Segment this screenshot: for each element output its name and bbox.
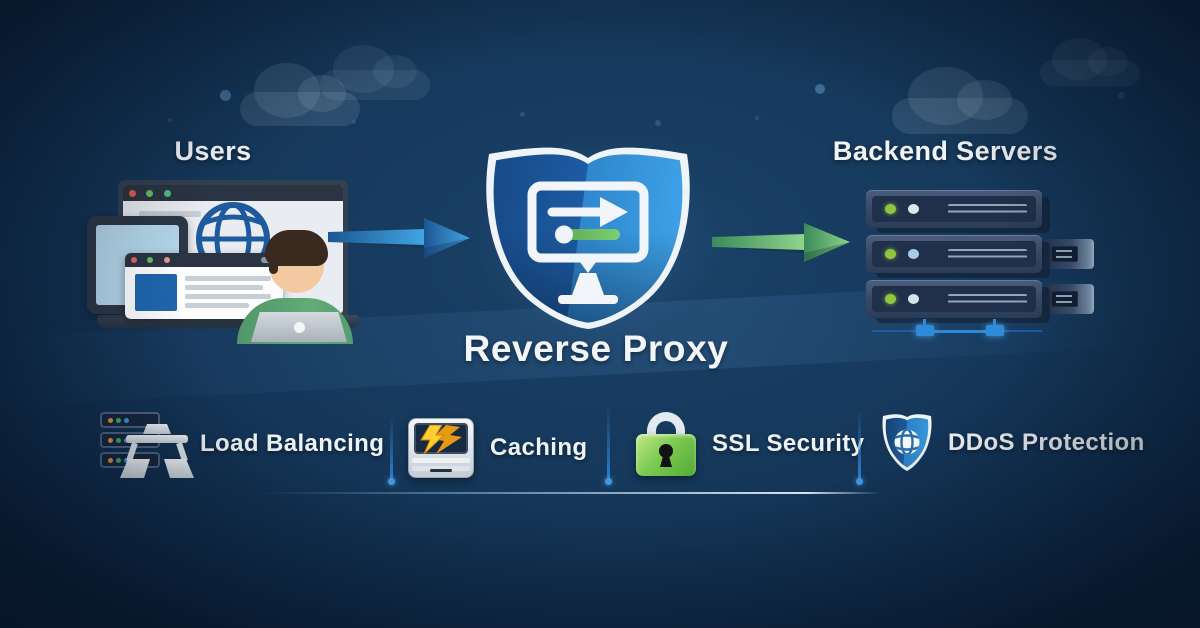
window-control-dot bbox=[163, 257, 170, 263]
reverse-proxy-shield-icon bbox=[486, 147, 690, 329]
feature-label: SSL Security bbox=[712, 430, 865, 457]
particle bbox=[352, 120, 356, 124]
server-unit-2 bbox=[866, 235, 1042, 273]
cloud-icon bbox=[320, 44, 430, 100]
load-balancer-icon bbox=[90, 408, 194, 480]
distribution-glyph bbox=[120, 424, 194, 478]
status-led-white bbox=[908, 294, 919, 304]
cloud-icon bbox=[892, 67, 1028, 134]
bottom-accent-line bbox=[258, 492, 882, 494]
window-control-dot bbox=[129, 189, 136, 197]
cache-device-strip bbox=[412, 458, 470, 463]
server-unit-3 bbox=[866, 280, 1042, 318]
text-line bbox=[185, 303, 249, 308]
status-led-blue bbox=[908, 249, 919, 259]
text-line bbox=[185, 294, 271, 299]
cloud-icon bbox=[1040, 37, 1140, 86]
ddos-shield-icon bbox=[878, 412, 936, 474]
caching-lightning-icon bbox=[408, 418, 474, 478]
feature-label: Load Balancing bbox=[200, 430, 385, 457]
external-drive-icon bbox=[1044, 239, 1094, 269]
server-front-panel bbox=[872, 286, 1036, 312]
mini-led bbox=[124, 417, 129, 423]
feature-ssl-security: SSL Security bbox=[634, 412, 864, 476]
divider-dot bbox=[856, 478, 863, 485]
mini-led bbox=[108, 437, 113, 443]
lightning-bolt-icon bbox=[420, 425, 462, 455]
feature-load-balancing: Load Balancing bbox=[90, 408, 384, 480]
text-line bbox=[185, 276, 271, 281]
status-led-green bbox=[885, 294, 896, 304]
server-front-panel bbox=[872, 196, 1036, 222]
divider-dot bbox=[605, 478, 612, 485]
status-led-white bbox=[908, 204, 919, 214]
users-label: Users bbox=[174, 136, 252, 166]
backend-servers-illustration bbox=[820, 130, 1150, 355]
window-control-dot bbox=[163, 189, 171, 197]
drive-slot bbox=[1051, 246, 1078, 262]
feature-divider bbox=[388, 416, 395, 485]
ssl-padlock-icon bbox=[634, 412, 698, 476]
person-laptop-icon bbox=[251, 312, 347, 342]
mini-led bbox=[108, 417, 113, 423]
external-drive-icon bbox=[1044, 284, 1094, 314]
page-hero-block bbox=[135, 274, 177, 311]
particle bbox=[220, 90, 231, 101]
browser-titlebar bbox=[125, 253, 283, 267]
network-node-icon bbox=[986, 319, 1004, 336]
server-unit-1 bbox=[866, 190, 1042, 228]
mini-led bbox=[108, 457, 113, 463]
server-vent-grill bbox=[948, 249, 1027, 259]
cache-device-slot bbox=[430, 469, 452, 472]
server-front-panel bbox=[872, 241, 1036, 267]
window-control-dot bbox=[131, 257, 137, 263]
feature-divider bbox=[605, 405, 612, 485]
status-led-green bbox=[885, 249, 896, 259]
feature-label: Caching bbox=[490, 434, 588, 461]
window-control-dot bbox=[146, 189, 154, 197]
particle bbox=[815, 84, 825, 94]
reverse-proxy-label: Reverse Proxy bbox=[463, 328, 729, 369]
drive-slot bbox=[1051, 291, 1078, 307]
network-node-icon bbox=[916, 319, 934, 336]
shield-globe-glyph bbox=[882, 414, 932, 471]
feature-caching: Caching bbox=[408, 418, 587, 478]
server-vent-grill bbox=[948, 294, 1027, 304]
particle bbox=[168, 118, 172, 122]
server-vent-grill bbox=[948, 204, 1027, 214]
mini-led bbox=[116, 417, 121, 423]
feature-ddos-protection: DDoS Protection bbox=[878, 412, 1145, 474]
window-control-dot bbox=[147, 257, 154, 263]
feature-label: DDoS Protection bbox=[948, 429, 1145, 456]
text-line bbox=[185, 285, 263, 290]
particle bbox=[1118, 92, 1125, 99]
divider-dot bbox=[388, 478, 395, 485]
status-led-green bbox=[885, 204, 896, 214]
feature-divider bbox=[856, 408, 863, 485]
person-hair bbox=[265, 230, 328, 274]
